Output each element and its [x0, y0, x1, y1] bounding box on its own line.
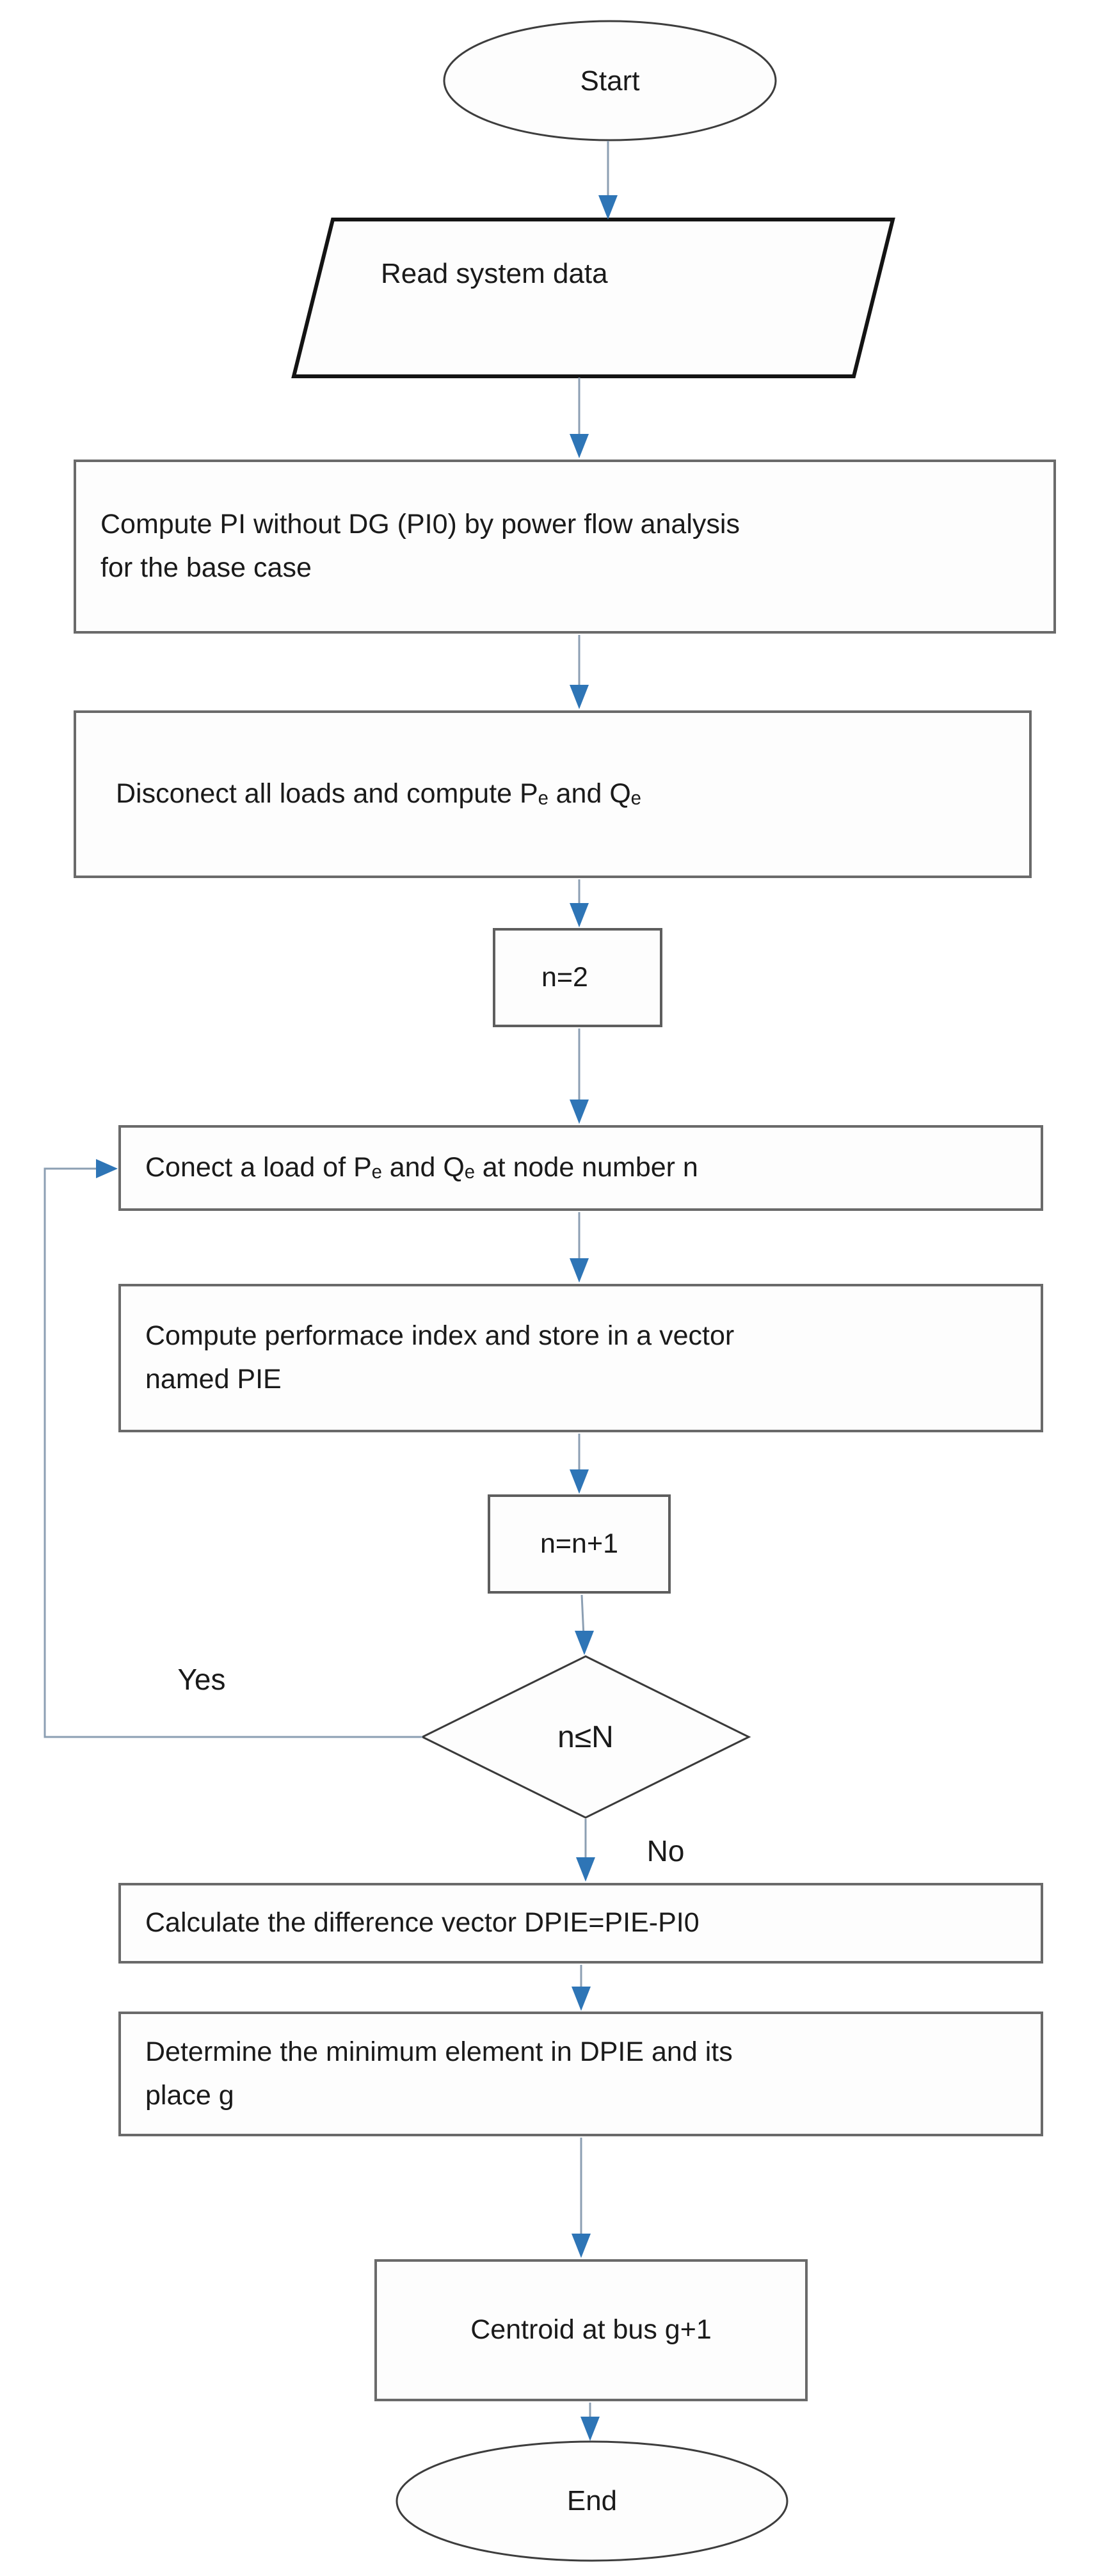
read-data-parallelogram-shape	[291, 218, 895, 378]
connect-load-node: Conect a load of Pₑ and Qₑ at node numbe…	[118, 1125, 1043, 1211]
calc-dpie-node-label: Calculate the difference vector DPIE=PIE…	[145, 1907, 700, 1939]
arrowhead-into-computepi0	[570, 434, 589, 458]
arrowhead-into-initn	[570, 903, 589, 927]
edge-decision-yes-loopback	[44, 1167, 422, 1738]
end-terminator-shape	[396, 2440, 788, 2562]
centroid-node-label: Centroid at bus g+1	[470, 2314, 712, 2346]
start-terminator-shape	[443, 20, 777, 141]
disconnect-loads-node: Disconect all loads and compute Pₑ and Q…	[74, 710, 1032, 878]
init-n-node-label: n=2	[541, 961, 588, 993]
increment-n-node: n=n+1	[488, 1494, 671, 1594]
arrowhead-into-findmin	[572, 1987, 591, 2011]
arrowhead-into-readdata	[598, 195, 618, 220]
compute-pi0-node-label: Compute PI without DG (PI0) by power flo…	[100, 509, 740, 583]
arrowhead-loopback-into-connectload	[96, 1159, 118, 1178]
arrowhead-into-decision	[575, 1631, 594, 1655]
arrowhead-into-calcdpie	[576, 1857, 595, 1882]
increment-n-node-label: n=n+1	[540, 1528, 618, 1559]
disconnect-loads-node-label: Disconect all loads and compute Pₑ and Q…	[116, 778, 641, 810]
read-data-node-label: Read system data	[381, 258, 608, 289]
compute-pie-node: Compute performace index and store in a …	[118, 1284, 1043, 1432]
calc-dpie-node: Calculate the difference vector DPIE=PIE…	[118, 1883, 1043, 1964]
find-min-node: Determine the minimum element in DPIE an…	[118, 2012, 1043, 2136]
end-node-label: End	[566, 2485, 618, 2516]
arrowhead-into-connectload	[570, 1100, 589, 1124]
find-min-node-label: Determine the minimum element in DPIE an…	[145, 2036, 733, 2111]
connect-load-node-label: Conect a load of Pₑ and Qₑ at node numbe…	[145, 1152, 698, 1183]
compute-pie-node-label: Compute performace index and store in a …	[145, 1320, 735, 1395]
arrowhead-into-centroid	[572, 2234, 591, 2258]
arrowhead-into-disconnect	[570, 685, 589, 709]
decision-diamond-shape	[420, 1655, 751, 1819]
arrowhead-into-incrementn	[570, 1469, 589, 1494]
arrowhead-into-computepie	[570, 1258, 589, 1283]
decision-node-label: n≤N	[557, 1720, 614, 1754]
init-n-node: n=2	[493, 928, 662, 1027]
compute-pi0-node: Compute PI without DG (PI0) by power flo…	[74, 460, 1056, 634]
start-node-label: Start	[580, 65, 640, 97]
centroid-node: Centroid at bus g+1	[374, 2259, 808, 2401]
edge-label-no: No	[646, 1834, 685, 1868]
arrow-heads	[96, 195, 618, 2441]
edge-label-yes: Yes	[177, 1663, 226, 1696]
arrowhead-into-end	[580, 2417, 600, 2441]
